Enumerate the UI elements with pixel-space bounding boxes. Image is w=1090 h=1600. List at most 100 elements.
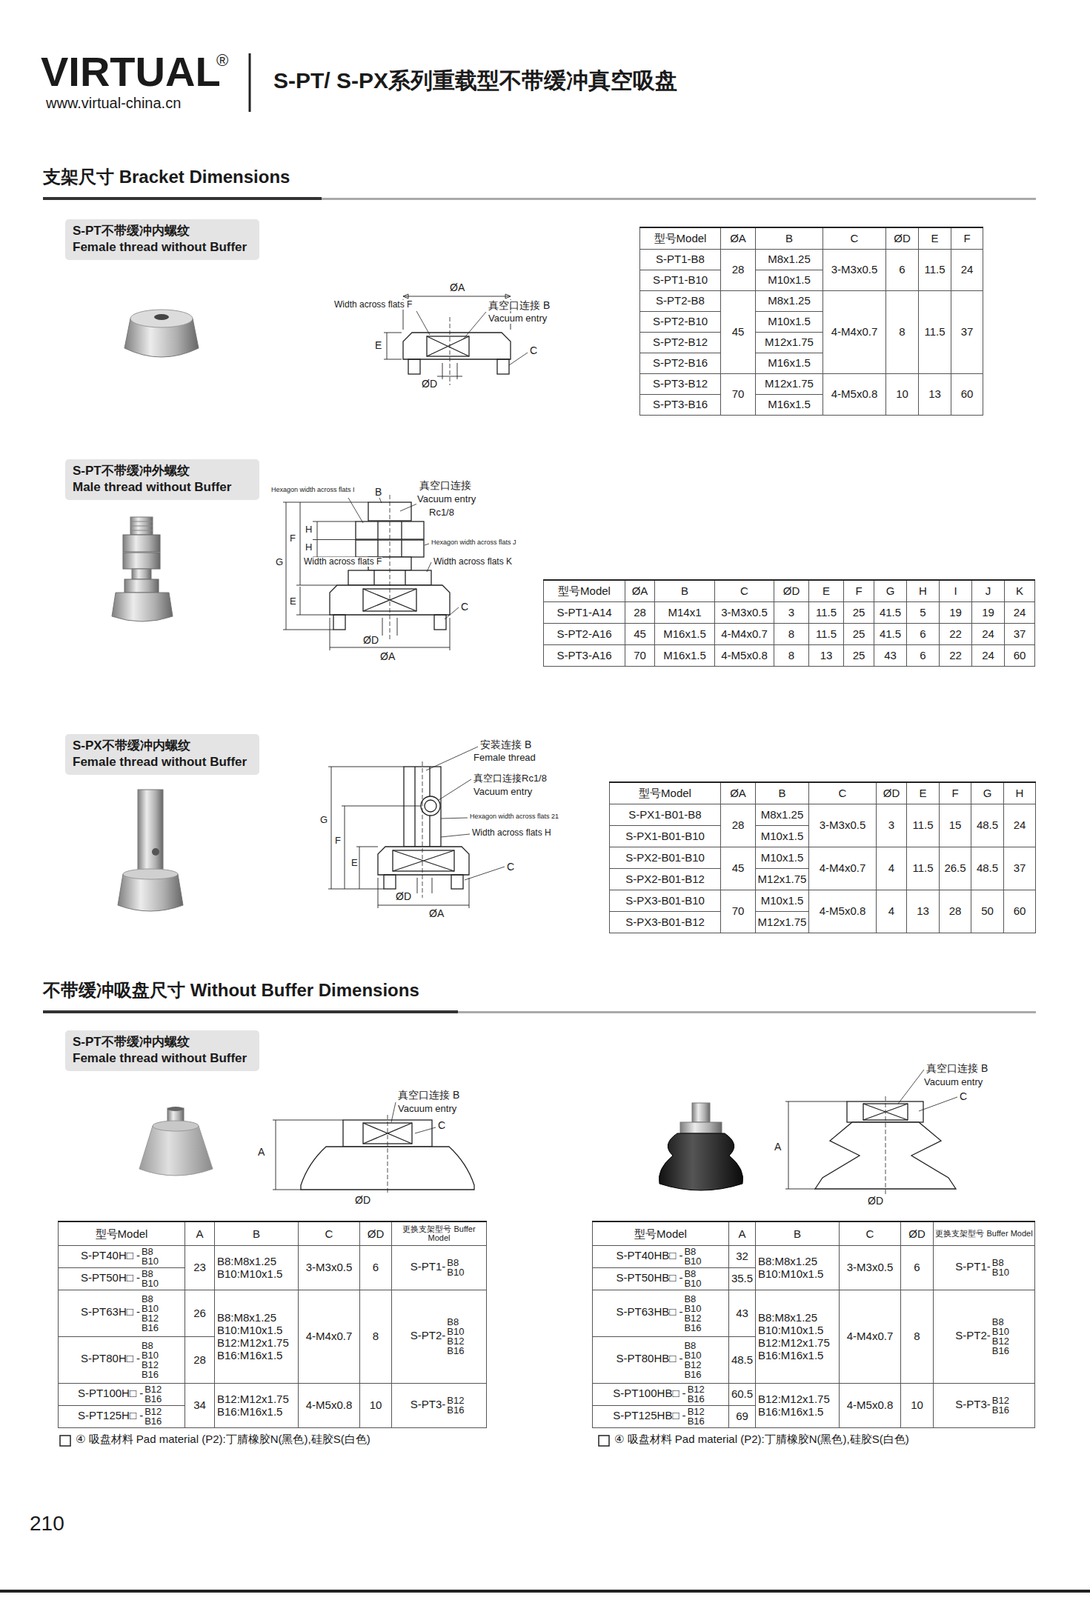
table-cell: 24 — [972, 623, 1005, 645]
cell-value: 37 — [1013, 861, 1027, 875]
table-cell: 43 — [729, 1290, 756, 1337]
table-cell: 24 — [1004, 803, 1036, 847]
table-cell: 50 — [971, 889, 1005, 933]
dimension-label: Female thread — [472, 752, 537, 764]
table-cell: M8x1.25 — [755, 248, 824, 270]
table-row: S-PT40H□ -B8 B1023B8:M8x1.25 B10:M10x1.5… — [58, 1245, 487, 1268]
table-cell: S-PT3-B12 B16 — [933, 1383, 1036, 1428]
column-header: 型号Model — [654, 231, 707, 245]
column-header: ØD — [883, 786, 901, 800]
header-cell: ØD — [886, 227, 919, 249]
table-cell: 3-M3x0.5 — [839, 1245, 902, 1291]
column-header: H — [1015, 786, 1025, 800]
dimension-label: ØD — [866, 1195, 885, 1208]
cell-value: S-PT100HB□ - — [612, 1387, 686, 1400]
dimension-label: E — [374, 340, 383, 352]
table-cell: M10x1.5 — [755, 846, 810, 869]
cell-value: 28 — [732, 818, 745, 832]
column-header: 型号Model — [95, 1227, 149, 1241]
column-header: J — [985, 584, 992, 598]
table-column — [823, 227, 887, 415]
table-row: S-PX2-B01-B1045M10x1.54-M4x0.7411.526.54… — [609, 846, 1036, 869]
table-cell: 13 — [809, 644, 844, 667]
table-cell: S-PT125HB□ -B12 B16 — [592, 1405, 730, 1428]
cell-value: 6 — [919, 649, 926, 662]
table-row: S-PT100H□ -B12 B1634B12:M12x1.75 B16:M16… — [58, 1383, 487, 1406]
suffix-stack: B8 B10 B12 B16 — [141, 1341, 163, 1380]
table-cell: 41.5 — [874, 601, 907, 624]
table-cell: 4-M5x0.8 — [809, 889, 877, 933]
table-cell: 45 — [625, 623, 656, 645]
cell-value: 22 — [949, 627, 962, 641]
table-cell: S-PT50H□ -B8 B10 — [58, 1267, 186, 1291]
cell-value: M10x1.5 — [767, 314, 811, 328]
column-header: ØD — [908, 1227, 926, 1241]
table-column — [185, 1221, 215, 1428]
cell-value: S-PT3- — [410, 1398, 447, 1411]
cell-value: 43 — [884, 649, 897, 662]
table-cell: S-PT2-B16 — [640, 352, 721, 374]
table-cell: B8:M8x1.25 B10:M10x1.5 — [755, 1245, 840, 1291]
dimension-label: C — [460, 601, 470, 613]
table-cell: M12x1.75 — [755, 373, 824, 395]
dimension-label: Vacuum entry — [397, 1104, 458, 1115]
table-cell: 60 — [1004, 644, 1036, 667]
cell-value: 11.5 — [815, 606, 837, 619]
table-cell: 4 — [876, 846, 907, 890]
table-cell: S-PT80H□ -B8 B10 B12 B16 — [58, 1336, 186, 1384]
cell-value: B8:M8x1.25 B10:M10x1.5 — [217, 1255, 283, 1281]
suffix-stack: B8 B10 — [141, 1269, 163, 1289]
cell-value: S-PT1-B10 — [652, 273, 708, 287]
table-cell: M10x1.5 — [755, 889, 810, 912]
cell-value: S-PT50H□ - — [80, 1271, 141, 1285]
header-cell: C — [298, 1221, 361, 1246]
table-cell: S-PT50HB□ -B8 B10 — [592, 1267, 730, 1291]
cell-value: 3-M3x0.5 — [306, 1261, 353, 1274]
section-tag: S-PT不带缓冲内螺纹Female thread without Buffer — [65, 1030, 260, 1072]
cell-value: 60 — [961, 387, 974, 401]
table-cell: S-PX1-B01-B10 — [609, 825, 721, 847]
cell-value: 43 — [735, 1307, 749, 1320]
cell-value: 3 — [888, 818, 895, 832]
dimension-label: Vacuum entry — [416, 494, 477, 505]
dimension-label: Vacuum entry — [923, 1077, 984, 1088]
header-cell: ØA — [720, 782, 756, 804]
dimension-label: ØD — [394, 891, 412, 903]
table-row: S-PX3-B01-B1070M10x1.54-M5x0.8413285060 — [609, 889, 1036, 912]
cell-value: S-PT2-B16 — [652, 356, 708, 370]
header-cell: H — [906, 580, 940, 602]
cell-value: S-PT3-A16 — [556, 649, 612, 662]
header-cell: ØD — [901, 1221, 934, 1246]
dimension-label: Width across flats F — [333, 300, 413, 310]
table-column — [951, 227, 984, 415]
suffix-stack: B8 B10 B12 B16 — [141, 1294, 163, 1334]
header-cell: H — [1004, 782, 1036, 804]
table-cell: B8:M8x1.25 B10:M10x1.5 B12:M12x1.75 B16:… — [214, 1290, 299, 1384]
table-cell: 19 — [939, 601, 973, 624]
header-cell: B — [655, 580, 716, 602]
cell-value: S-PT3-B12 — [652, 377, 708, 390]
table-cell: 48.5 — [971, 803, 1005, 847]
cell-value: B8:M8x1.25 B10:M10x1.5 B12:M12x1.75 B16:… — [758, 1311, 830, 1363]
cell-value: S-PX1-B01-B10 — [625, 829, 705, 843]
table-cell: 3-M3x0.5 — [823, 248, 887, 291]
table-cell: S-PT2-B8 B10 B12 B16 — [933, 1290, 1036, 1384]
cell-value: 4-M5x0.8 — [831, 387, 879, 401]
table-cell: 25 — [843, 644, 875, 667]
cell-value: 37 — [1013, 627, 1027, 641]
cell-value: M12x1.75 — [758, 915, 807, 929]
table-row: S-PT2-B16M16x1.5 — [640, 352, 984, 374]
table-cell: S-PX1-B01-B8 — [609, 803, 721, 826]
cell-value: 70 — [732, 387, 745, 401]
suffix-stack: B12 B16 — [446, 1396, 468, 1416]
cell-value: 35.5 — [731, 1272, 753, 1285]
cell-value: S-PX2-B01-B10 — [625, 851, 705, 864]
table-cell: S-PT63HB□ -B8 B10 B12 B16 — [592, 1290, 730, 1337]
table-body: 型号ModelØABCØDEFS-PT1-B828M8x1.253-M3x0.5… — [640, 227, 984, 415]
dimension-label: 真空口连接Rc1/8 — [472, 773, 548, 784]
header-cell: F — [939, 782, 972, 804]
cell-value: S-PT2-A16 — [556, 627, 612, 641]
table-cell: 70 — [625, 644, 656, 667]
table-cell: S-PT3-B12 B16 — [391, 1383, 487, 1428]
table-cell: 10 — [360, 1383, 392, 1428]
